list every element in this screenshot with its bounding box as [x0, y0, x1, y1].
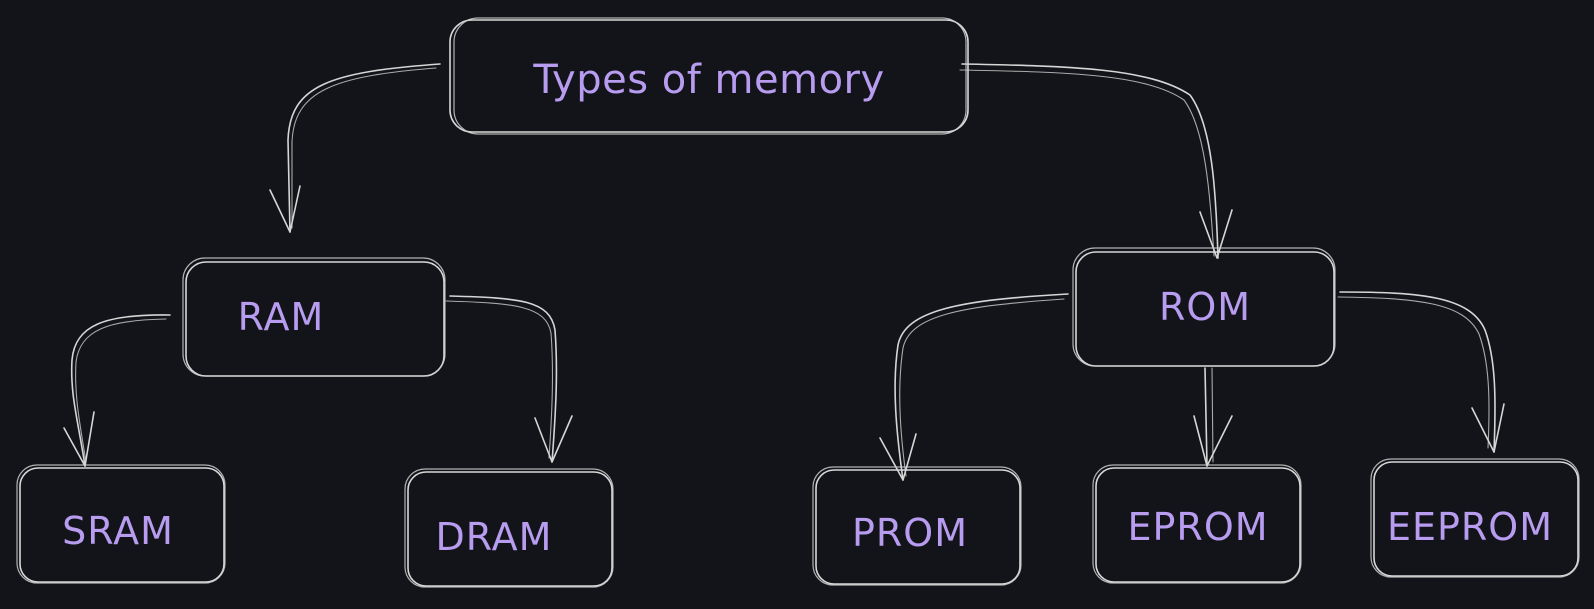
node-label-rom: ROM	[1159, 285, 1251, 329]
edge-root-to-rom	[959, 63, 1233, 259]
node-label-eeprom: EEPROM	[1387, 505, 1553, 549]
edge-ram-to-dram	[445, 295, 573, 463]
node-label-eprom: EPROM	[1127, 505, 1268, 549]
node-label-types-of-memory: Types of memory	[532, 57, 884, 103]
node-prom[interactable]: PROM	[812, 466, 1022, 586]
node-rom[interactable]: ROM	[1072, 247, 1336, 367]
node-sram[interactable]: SRAM	[16, 464, 226, 584]
node-eprom[interactable]: EPROM	[1092, 464, 1302, 584]
edge-ram-to-sram	[63, 314, 171, 467]
node-label-dram: DRAM	[436, 515, 553, 559]
node-eeprom[interactable]: EEPROM	[1370, 458, 1580, 578]
edge-rom-to-eeprom	[1337, 291, 1505, 453]
node-label-prom: PROM	[852, 511, 968, 555]
edge-rom-to-eprom	[1193, 367, 1233, 467]
node-ram[interactable]: RAM	[182, 257, 446, 377]
node-label-sram: SRAM	[62, 509, 174, 553]
edge-root-to-ram	[269, 63, 441, 233]
node-dram[interactable]: DRAM	[404, 468, 614, 588]
edge-rom-to-prom	[879, 293, 1069, 481]
node-label-ram: RAM	[238, 295, 325, 339]
node-types-of-memory[interactable]: Types of memory	[449, 17, 969, 135]
